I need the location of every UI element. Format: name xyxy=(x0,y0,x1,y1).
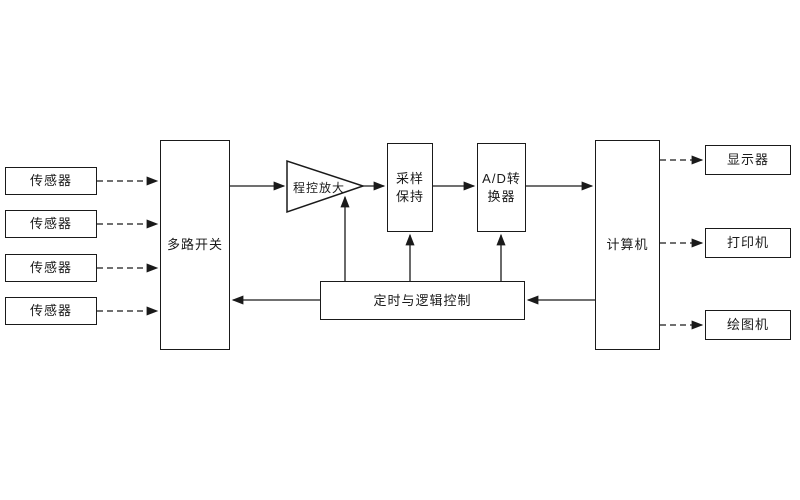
adc-label-line1: A/D转 xyxy=(482,170,521,186)
display-box: 显示器 xyxy=(705,145,791,175)
computer-box: 计算机 xyxy=(595,140,660,350)
adc-label-line2: 换器 xyxy=(487,188,516,204)
multiplexer-label: 多路开关 xyxy=(166,237,223,253)
plotter-box: 绘图机 xyxy=(705,310,791,340)
multiplexer-box: 多路开关 xyxy=(160,140,230,350)
sensor-label-4: 传感器 xyxy=(29,303,72,319)
sample-hold-label-line1: 采样 xyxy=(395,170,424,186)
sensor-box-4: 传感器 xyxy=(5,297,97,325)
sensor-box-1: 传感器 xyxy=(5,167,97,195)
adc-box: A/D转 换器 xyxy=(477,143,526,232)
sensor-label-3: 传感器 xyxy=(29,260,72,276)
printer-box: 打印机 xyxy=(705,228,791,258)
sensor-label-1: 传感器 xyxy=(29,173,72,189)
timing-control-box: 定时与逻辑控制 xyxy=(320,281,525,320)
sensor-label-2: 传感器 xyxy=(29,216,72,232)
computer-label: 计算机 xyxy=(606,237,649,253)
sample-hold-label-line2: 保持 xyxy=(395,188,424,204)
display-label: 显示器 xyxy=(726,152,769,168)
timing-control-label: 定时与逻辑控制 xyxy=(373,292,472,308)
plotter-label: 绘图机 xyxy=(726,317,769,333)
amplifier-label: 程控放大 xyxy=(292,181,345,195)
sensor-box-2: 传感器 xyxy=(5,210,97,238)
sample-hold-box: 采样 保持 xyxy=(387,143,433,232)
sensor-box-3: 传感器 xyxy=(5,254,97,282)
printer-label: 打印机 xyxy=(726,235,769,251)
